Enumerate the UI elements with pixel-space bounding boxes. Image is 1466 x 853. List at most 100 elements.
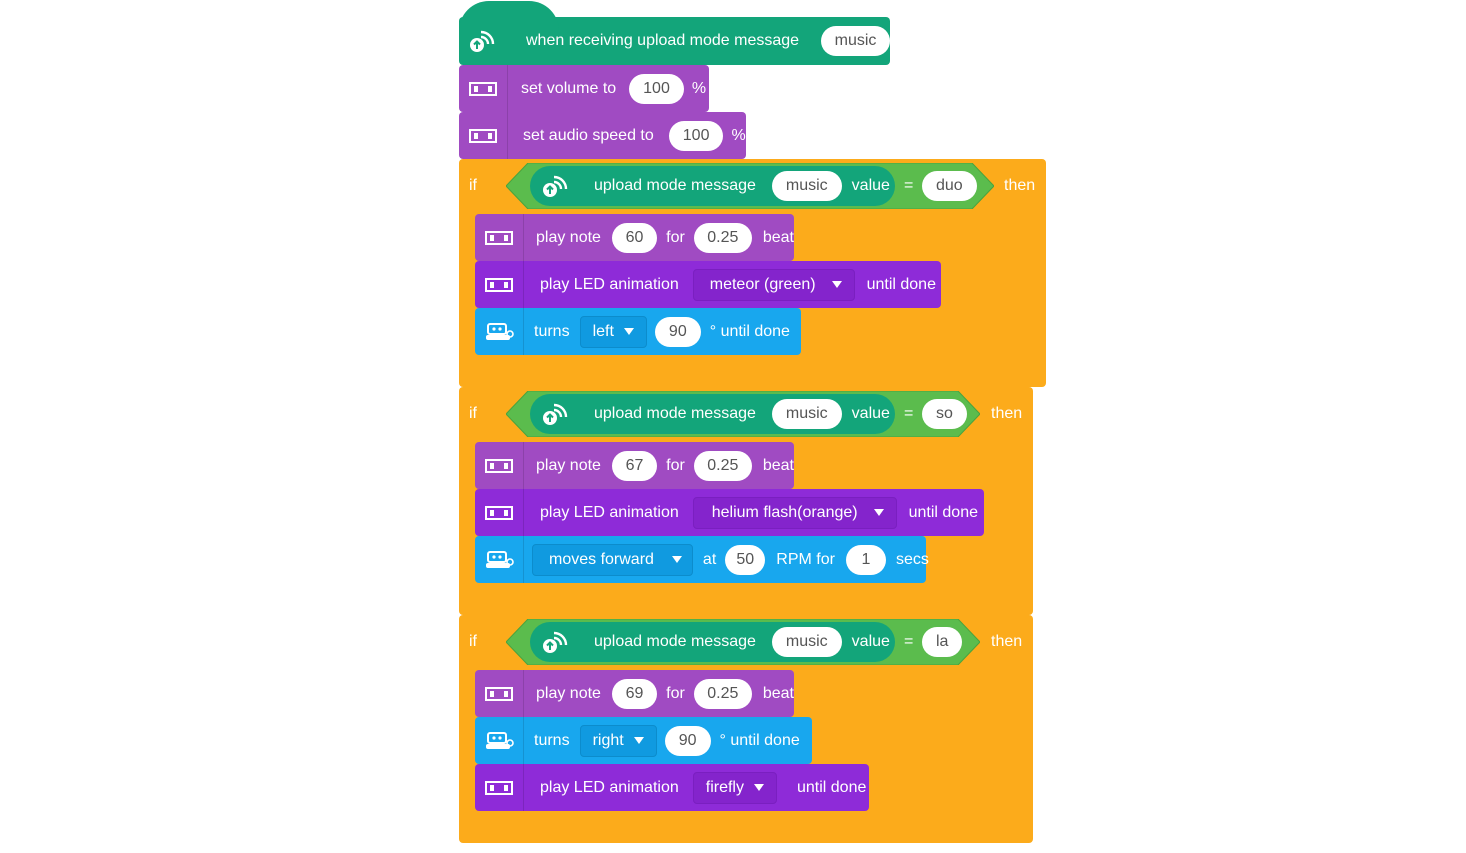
robot-icon bbox=[475, 536, 523, 583]
set-volume-block[interactable]: set volume to 100 % bbox=[459, 65, 709, 112]
cyberpi-icon bbox=[475, 670, 523, 717]
audio-speed-input[interactable]: 100 bbox=[668, 120, 724, 151]
hat-label: when receiving upload mode message bbox=[526, 32, 800, 49]
play-note-block[interactable]: play note 69 for 0.25 beat bbox=[475, 670, 794, 717]
if-label: if bbox=[469, 633, 477, 650]
beat-label: beat bbox=[762, 684, 794, 702]
note-input[interactable]: 67 bbox=[611, 450, 658, 481]
turn-direction-dropdown[interactable]: right bbox=[579, 724, 657, 757]
cyberpi-icon bbox=[475, 764, 523, 811]
cyberpi-icon bbox=[475, 214, 523, 261]
turns-label: turns bbox=[534, 322, 570, 340]
note-input[interactable]: 60 bbox=[611, 222, 658, 253]
cyberpi-icon bbox=[475, 489, 523, 536]
upload-mode-message-reporter[interactable]: upload mode message music value bbox=[530, 622, 895, 662]
if-label: if bbox=[469, 177, 477, 194]
divider bbox=[523, 442, 524, 489]
for-label: for bbox=[666, 228, 685, 246]
cyberpi-icon bbox=[475, 442, 523, 489]
for-label: for bbox=[666, 684, 685, 702]
divider bbox=[523, 717, 524, 764]
reporter-label: upload mode message bbox=[594, 405, 756, 422]
play-led-animation-block[interactable]: play LED animation helium flash(orange) … bbox=[475, 489, 984, 536]
turn-direction-value: left bbox=[592, 322, 614, 340]
play-led-animation-block[interactable]: play LED animation meteor (green) until … bbox=[475, 261, 941, 308]
audio-speed-unit: % bbox=[731, 126, 746, 144]
turns-label: turns bbox=[534, 731, 570, 749]
volume-input[interactable]: 100 bbox=[629, 73, 684, 104]
at-label: at bbox=[702, 550, 717, 568]
compare-value-input[interactable]: la bbox=[922, 627, 963, 657]
upload-mode-message-reporter[interactable]: upload mode message music value bbox=[530, 166, 895, 206]
turn-direction-value: right bbox=[592, 731, 624, 749]
upload-signal-icon bbox=[530, 394, 580, 434]
note-input[interactable]: 69 bbox=[611, 678, 658, 709]
turn-direction-dropdown[interactable]: left bbox=[579, 315, 647, 348]
chevron-down-icon bbox=[671, 556, 682, 563]
play-note-block[interactable]: play note 60 for 0.25 beat bbox=[475, 214, 794, 261]
degrees-suffix: ° until done bbox=[709, 322, 790, 340]
beat-label: beat bbox=[762, 228, 794, 246]
compare-value-input[interactable]: duo bbox=[922, 171, 977, 201]
hat-block-when-receiving[interactable]: when receiving upload mode message music bbox=[459, 1, 890, 65]
play-note-label: play note bbox=[536, 456, 601, 474]
rpm-input[interactable]: 50 bbox=[725, 544, 766, 575]
divider bbox=[507, 65, 508, 112]
hat-message-input[interactable]: music bbox=[821, 26, 890, 56]
if-label: if bbox=[469, 405, 477, 422]
led-animation-value: meteor (green) bbox=[709, 275, 816, 293]
led-animation-dropdown[interactable]: meteor (green) bbox=[692, 268, 855, 301]
reporter-label: upload mode message bbox=[594, 633, 756, 650]
moves-block[interactable]: moves forward at 50 RPM for 1 secs bbox=[475, 536, 929, 583]
compare-value-input[interactable]: so bbox=[922, 399, 967, 429]
until-done-label: until done bbox=[796, 778, 867, 796]
degrees-input[interactable]: 90 bbox=[654, 316, 701, 347]
set-audio-speed-label: set audio speed to bbox=[523, 126, 654, 144]
for-label: for bbox=[666, 456, 685, 474]
play-led-label: play LED animation bbox=[540, 503, 679, 521]
robot-icon bbox=[475, 308, 523, 355]
chevron-down-icon bbox=[753, 784, 764, 791]
value-label: value bbox=[851, 177, 890, 194]
divider bbox=[523, 670, 524, 717]
cyberpi-icon bbox=[459, 65, 507, 112]
divider bbox=[523, 764, 524, 811]
beat-input[interactable]: 0.25 bbox=[693, 222, 752, 253]
secs-input[interactable]: 1 bbox=[845, 544, 886, 575]
led-animation-value: helium flash(orange) bbox=[711, 503, 858, 521]
divider bbox=[523, 489, 524, 536]
then-label: then bbox=[991, 633, 1023, 650]
reporter-label: upload mode message bbox=[594, 177, 756, 194]
cyberpi-icon bbox=[459, 112, 507, 159]
cyberpi-icon bbox=[475, 261, 523, 308]
volume-unit: % bbox=[691, 79, 707, 97]
upload-signal-icon bbox=[459, 17, 505, 65]
upload-mode-message-reporter[interactable]: upload mode message music value bbox=[530, 394, 895, 434]
play-led-label: play LED animation bbox=[540, 778, 679, 796]
then-label: then bbox=[991, 405, 1023, 422]
message-input[interactable]: music bbox=[771, 399, 842, 429]
play-note-block[interactable]: play note 67 for 0.25 beat bbox=[475, 442, 794, 489]
move-direction-dropdown[interactable]: moves forward bbox=[532, 543, 693, 576]
message-input[interactable]: music bbox=[771, 171, 842, 201]
beat-label: beat bbox=[762, 456, 794, 474]
set-audio-speed-block[interactable]: set audio speed to 100 % bbox=[459, 112, 746, 159]
degrees-suffix: ° until done bbox=[719, 731, 800, 749]
degrees-input[interactable]: 90 bbox=[664, 725, 711, 756]
turns-block[interactable]: turns right 90 ° until done bbox=[475, 717, 812, 764]
message-input[interactable]: music bbox=[771, 627, 842, 657]
value-label: value bbox=[851, 405, 890, 422]
divider bbox=[507, 112, 508, 159]
divider bbox=[523, 536, 524, 583]
play-note-label: play note bbox=[536, 684, 601, 702]
play-led-animation-block[interactable]: play LED animation firefly until done bbox=[475, 764, 869, 811]
led-animation-value: firefly bbox=[705, 778, 744, 796]
beat-input[interactable]: 0.25 bbox=[693, 678, 752, 709]
chevron-down-icon bbox=[873, 509, 884, 516]
play-led-label: play LED animation bbox=[540, 275, 679, 293]
led-animation-dropdown[interactable]: helium flash(orange) bbox=[692, 496, 897, 529]
equals-sign: = bbox=[904, 177, 914, 194]
led-animation-dropdown[interactable]: firefly bbox=[692, 771, 777, 804]
turns-block[interactable]: turns left 90 ° until done bbox=[475, 308, 801, 355]
beat-input[interactable]: 0.25 bbox=[693, 450, 752, 481]
